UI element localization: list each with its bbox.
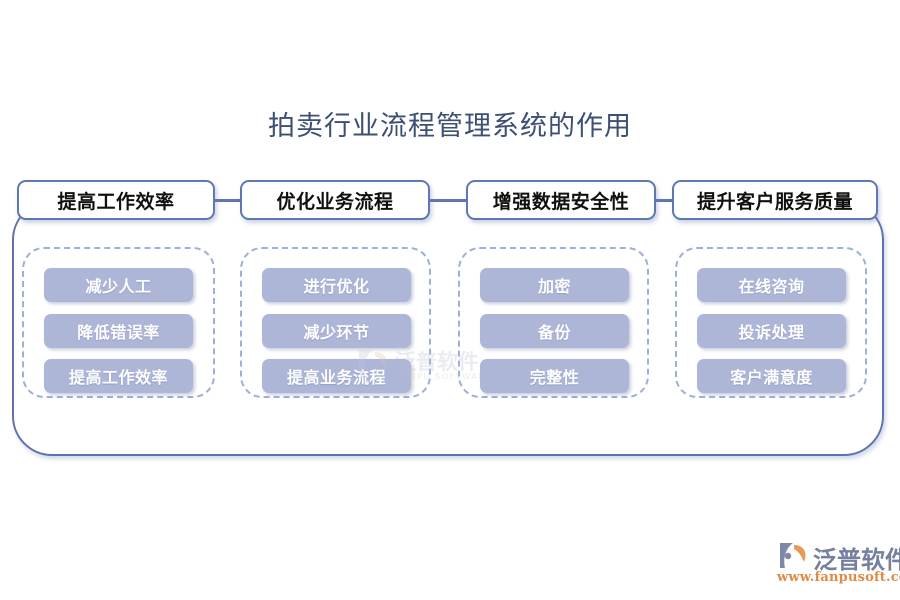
item-pill[interactable]: 提高工作效率 [44,359,193,393]
item-pill[interactable]: 客户满意度 [697,359,846,393]
item-pill[interactable]: 提高业务流程 [262,359,411,393]
connector-line-2 [428,199,468,202]
header-box-security[interactable]: 增强数据安全性 [466,180,656,220]
brand-logo: 泛普软件 www.fanpusoft.com [777,540,900,590]
page-title: 拍卖行业流程管理系统的作用 [268,111,632,142]
group-container-security [458,247,649,398]
header-row: 提高工作效率 优化业务流程 增强数据安全性 提升客户服务质量 [0,180,900,224]
header-box-efficiency[interactable]: 提高工作效率 [17,180,215,220]
logo-wordmark: 泛普软件 [813,546,900,574]
header-box-service[interactable]: 提升客户服务质量 [672,180,878,220]
item-pill[interactable]: 投诉处理 [697,314,846,348]
item-pill[interactable]: 降低错误率 [44,314,193,348]
item-pill[interactable]: 备份 [480,314,629,348]
group-container-service [675,247,867,398]
item-pill[interactable]: 减少人工 [44,268,193,302]
item-pill[interactable]: 进行优化 [262,268,411,302]
fanpu-logo-icon [780,543,806,568]
logo-url: www.fanpusoft.com [777,570,900,585]
connector-line-1 [213,199,242,202]
item-pill[interactable]: 完整性 [480,359,629,393]
item-pill[interactable]: 减少环节 [262,314,411,348]
header-box-process[interactable]: 优化业务流程 [240,180,430,220]
connector-line-3 [654,199,674,202]
group-container-process [240,247,431,398]
item-pill[interactable]: 加密 [480,268,629,302]
group-container-efficiency [22,247,215,398]
item-pill[interactable]: 在线咨询 [697,268,846,302]
